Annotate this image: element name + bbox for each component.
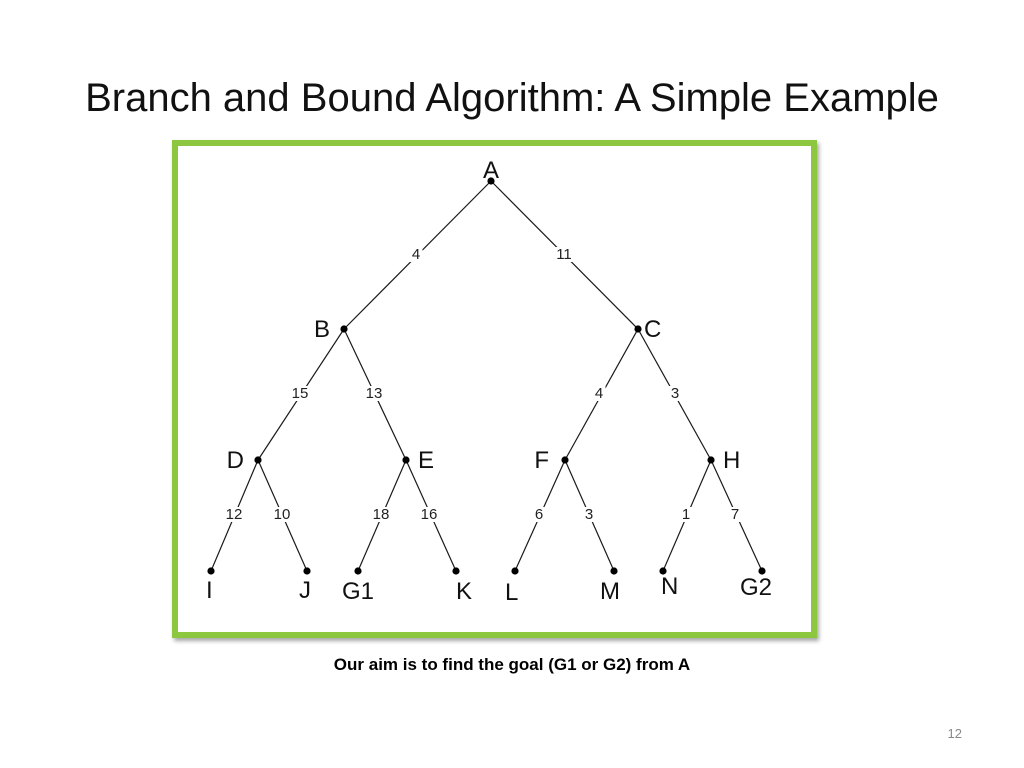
weights-layer: 4 11 15 13 4 3 12 10 18 16 6 3 1 7 xyxy=(223,246,742,523)
node-label-G1: G1 xyxy=(342,578,374,605)
node-label-A: A xyxy=(483,157,499,184)
edge-weight-A-C: 11 xyxy=(556,246,572,263)
edge-weight-B-D: 15 xyxy=(292,385,309,402)
node-label-B: B xyxy=(314,316,330,343)
edge-weight-bg-C-H xyxy=(668,386,682,401)
node-dot-M xyxy=(610,567,618,575)
node-dot-K xyxy=(452,567,460,575)
node-label-C: C xyxy=(644,316,661,343)
edge-weight-bg-B-D xyxy=(289,386,311,401)
node-dot-N xyxy=(659,567,667,575)
edge-weight-F-M: 3 xyxy=(585,506,593,523)
edge-weight-bg-F-L xyxy=(532,507,546,522)
edge-weight-H-G2: 7 xyxy=(731,506,739,523)
node-dot-F xyxy=(561,456,569,464)
edge-weight-bg-E-G1 xyxy=(370,507,392,522)
node-dot-H xyxy=(707,456,715,464)
edge-weight-bg-C-F xyxy=(592,386,606,401)
edge-weight-bg-F-M xyxy=(582,507,596,522)
edge-weight-A-B: 4 xyxy=(412,246,420,263)
node-dot-A xyxy=(487,177,495,185)
edge-weight-F-L: 6 xyxy=(535,506,543,523)
node-label-H: H xyxy=(723,447,740,474)
node-label-N: N xyxy=(661,573,678,600)
node-label-D: D xyxy=(227,447,244,474)
node-dot-J xyxy=(303,567,311,575)
edge-weight-C-H: 3 xyxy=(671,385,679,402)
node-dot-C xyxy=(634,325,642,333)
figure-frame xyxy=(172,140,817,638)
edge-weight-D-J: 10 xyxy=(274,506,291,523)
edge-weight-bg-D-I xyxy=(223,507,245,522)
node-dot-L xyxy=(511,567,519,575)
node-label-G2: G2 xyxy=(740,574,772,601)
node-label-L: L xyxy=(505,579,518,606)
nodes-layer: A B C D E F H I J G1 K L M N G2 xyxy=(206,157,772,606)
edge-weight-C-F: 4 xyxy=(595,385,603,402)
node-dot-G2 xyxy=(758,567,766,575)
node-label-F: F xyxy=(534,447,549,474)
edge-weight-H-N: 1 xyxy=(682,506,690,523)
edge-weight-bg-D-J xyxy=(271,507,293,522)
edge-weight-bg-H-G2 xyxy=(728,507,742,522)
edge-weight-D-I: 12 xyxy=(226,506,243,523)
slide-title: Branch and Bound Algorithm: A Simple Exa… xyxy=(85,76,939,120)
node-label-K: K xyxy=(456,578,472,605)
edge-weight-E-G1: 18 xyxy=(373,506,390,523)
edge-weight-E-K: 16 xyxy=(421,506,438,523)
edge-weight-bg-H-N xyxy=(679,507,693,522)
edge-weight-bg-A-B xyxy=(409,247,423,262)
edge-weight-bg-E-K xyxy=(418,507,440,522)
node-dot-D xyxy=(254,456,262,464)
node-label-I: I xyxy=(206,577,213,604)
node-dot-I xyxy=(207,567,215,575)
page-number: 12 xyxy=(947,726,962,741)
node-label-E: E xyxy=(418,447,434,474)
edge-weight-bg-A-C xyxy=(553,247,575,262)
slide-caption: Our aim is to find the goal (G1 or G2) f… xyxy=(333,655,691,674)
node-label-J: J xyxy=(299,577,311,604)
node-label-M: M xyxy=(600,578,620,605)
node-dot-B xyxy=(340,325,348,333)
node-dot-E xyxy=(402,456,410,464)
node-dot-G1 xyxy=(354,567,362,575)
edge-weight-bg-B-E xyxy=(363,386,385,401)
edges-layer xyxy=(210,180,763,572)
edge-weight-B-E: 13 xyxy=(366,385,383,402)
